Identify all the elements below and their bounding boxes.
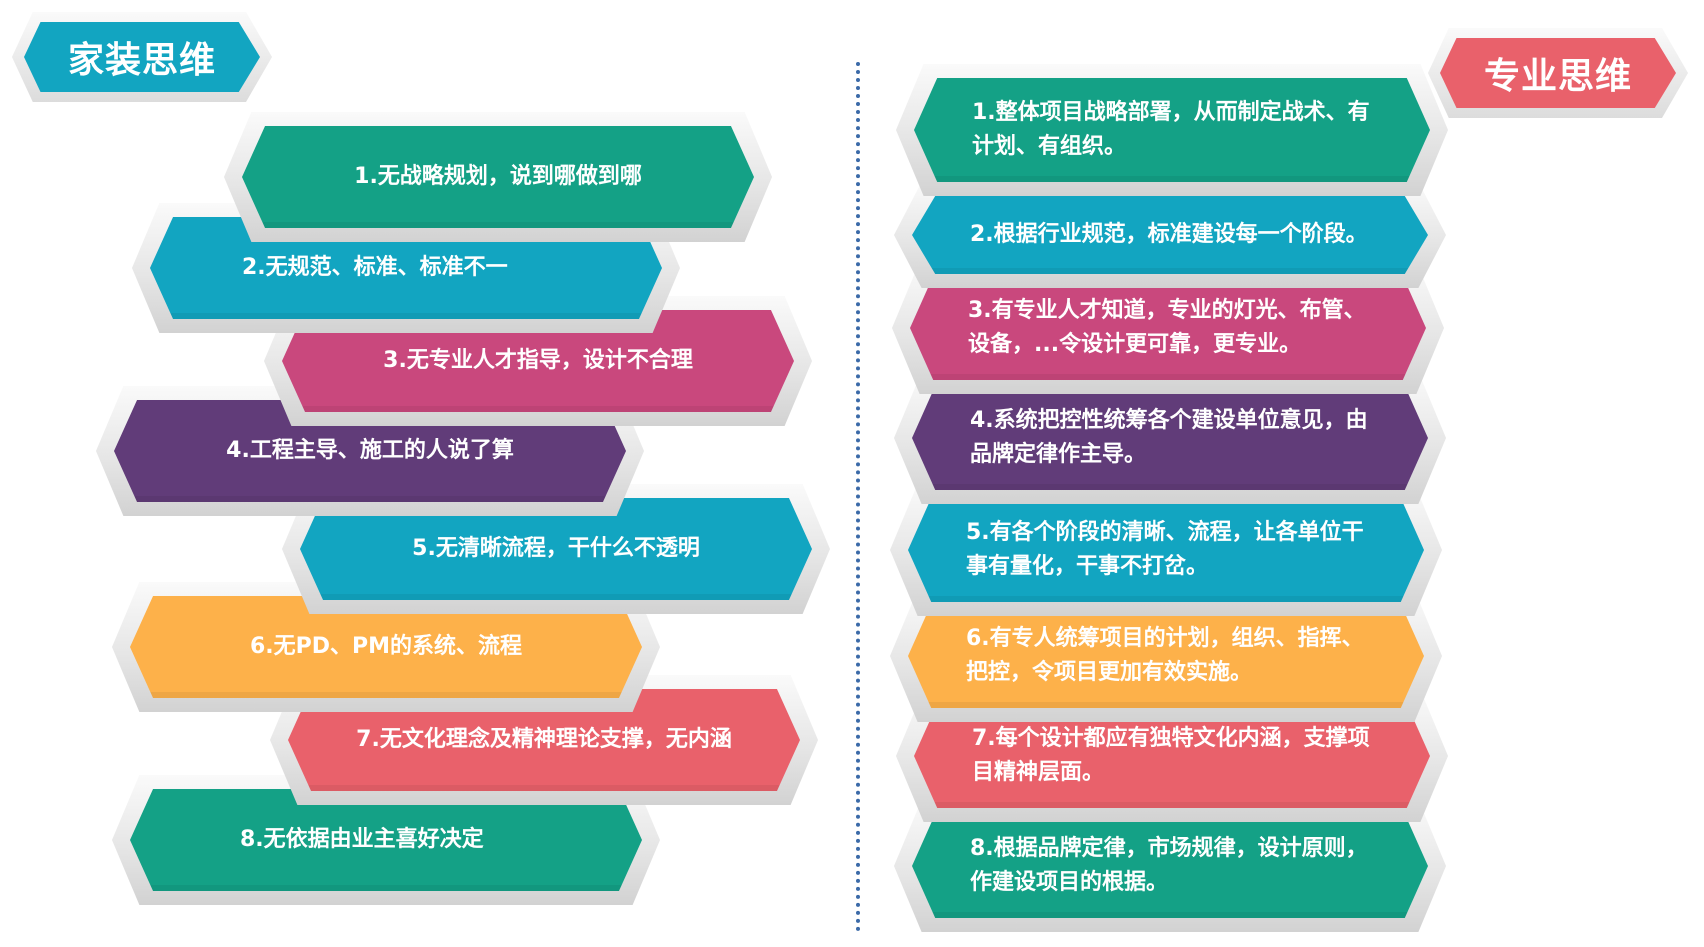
right-item-1-label: 1.整体项目战略部署，从而制定战术、有计划、有组织。: [914, 78, 1430, 182]
dotted-divider: [856, 62, 860, 932]
right-item-2-text: 2.根据行业规范，标准建设每一个阶段。: [970, 221, 1368, 247]
right-title: 专业思维: [1440, 38, 1676, 108]
right-item-7-text: 7.每个设计都应有独特文化内涵，支撑项目精神层面。: [972, 725, 1370, 785]
right-item-8-text: 8.根据品牌定律，市场规律，设计原则，作建设项目的根据。: [970, 835, 1368, 895]
left-title: 家装思维: [24, 22, 260, 92]
right-item-2: 2.根据行业规范，标准建设每一个阶段。: [894, 182, 1446, 288]
right-title-tag: 专业思维: [1428, 28, 1688, 118]
right-item-2-label: 2.根据行业规范，标准建设每一个阶段。: [912, 196, 1428, 274]
right-item-5-text: 5.有各个阶段的清晰、流程，让各单位干事有量化，干事不打岔。: [966, 519, 1364, 579]
right-item-8-label: 8.根据品牌定律，市场规律，设计原则，作建设项目的根据。: [912, 814, 1428, 918]
right-item-4-label: 4.系统把控性统筹各个建设单位意见，由品牌定律作主导。: [912, 386, 1428, 490]
right-item-8: 8.根据品牌定律，市场规律，设计原则，作建设项目的根据。: [894, 800, 1446, 932]
right-item-4-text: 4.系统把控性统筹各个建设单位意见，由品牌定律作主导。: [970, 407, 1368, 467]
right-item-6-label: 6.有专人统筹项目的计划，组织、指挥、把控，令项目更加有效实施。: [908, 604, 1424, 708]
right-item-3-label: 3.有专业人才知道，专业的灯光、布管、设备，...令设计更可靠，更专业。: [910, 276, 1426, 380]
right-item-6-text: 6.有专人统筹项目的计划，组织、指挥、把控，令项目更加有效实施。: [966, 625, 1364, 685]
left-item-8-label: 8.无依据由业主喜好决定: [130, 789, 642, 891]
left-item-1: 1.无战略规划，说到哪做到哪: [224, 112, 772, 242]
right-item-5: 5.有各个阶段的清晰、流程，让各单位干事有量化，干事不打岔。: [890, 484, 1442, 616]
right-item-3-text: 3.有专业人才知道，专业的灯光、布管、设备，...令设计更可靠，更专业。: [968, 297, 1366, 357]
left-item-1-label: 1.无战略规划，说到哪做到哪: [242, 126, 754, 228]
right-item-4: 4.系统把控性统筹各个建设单位意见，由品牌定律作主导。: [894, 372, 1446, 504]
left-title-tag: 家装思维: [12, 12, 272, 102]
right-item-1-text: 1.整体项目战略部署，从而制定战术、有计划、有组织。: [972, 99, 1370, 159]
right-item-5-label: 5.有各个阶段的清晰、流程，让各单位干事有量化，干事不打岔。: [908, 498, 1424, 602]
right-item-1: 1.整体项目战略部署，从而制定战术、有计划、有组织。: [896, 64, 1448, 196]
